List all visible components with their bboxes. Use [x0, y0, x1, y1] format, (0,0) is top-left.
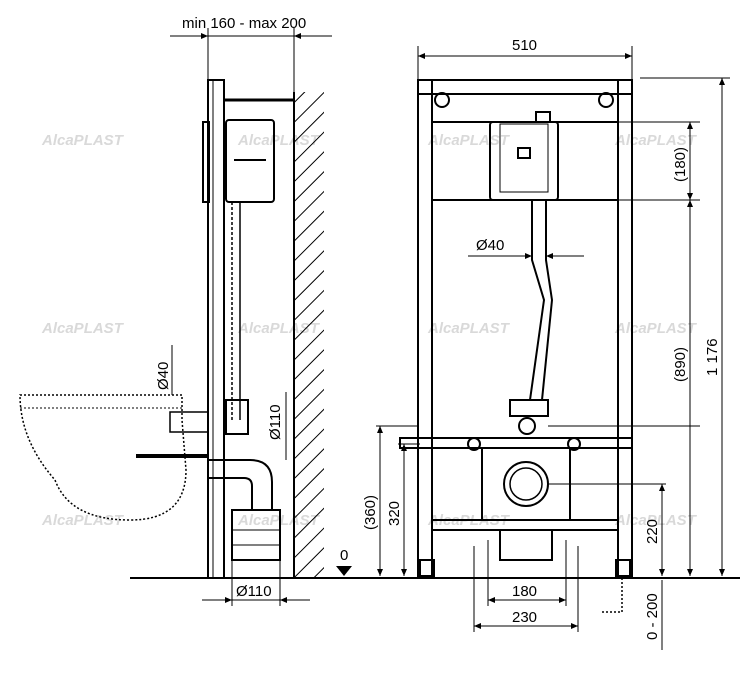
cistern-front — [489, 121, 559, 201]
watermarks: AlcaPLAST AlcaPLAST AlcaPLAST AlcaPLAST … — [41, 132, 698, 529]
cistern — [225, 119, 275, 203]
frame-upright — [207, 79, 225, 579]
cistern-button — [517, 147, 531, 159]
pipe-connector — [225, 399, 249, 435]
watermark: AlcaPLAST — [614, 320, 698, 337]
frame-left-leg — [417, 79, 433, 579]
side-view: min 160 - max 200 Ø40 Ø110 Ø110 0 — [19, 15, 352, 606]
wall-hatch — [294, 92, 324, 578]
dim-mount-height-paren: (360) — [362, 495, 379, 530]
drain-pipe-front — [499, 529, 553, 561]
watermark: AlcaPLAST — [41, 512, 125, 529]
watermark: AlcaPLAST — [614, 512, 698, 529]
dim-foot-spacing: 230 — [512, 609, 537, 626]
foot-left — [419, 559, 435, 577]
mount-bar — [399, 437, 633, 449]
bolt-hole — [567, 437, 581, 451]
zero-level-marker — [336, 566, 352, 576]
cistern-inner — [499, 123, 549, 193]
watermark: AlcaPLAST — [614, 132, 698, 149]
bracket-hole — [598, 92, 614, 108]
watermark: AlcaPLAST — [41, 320, 125, 337]
dim-drain-side: Ø110 — [267, 404, 284, 440]
dim-leg-adjust: 0 - 200 — [644, 593, 661, 640]
pipe-coupling — [509, 399, 549, 417]
pipe-joint — [518, 417, 536, 435]
dim-frame-width: 510 — [512, 37, 537, 54]
dim-side-pipe: Ø40 — [155, 362, 172, 390]
bolt-hole — [467, 437, 481, 451]
dim-total-height: 1 176 — [704, 338, 721, 376]
watermark: AlcaPLAST — [427, 132, 511, 149]
flush-pipe-front — [541, 200, 554, 401]
front-view: 510 (180) (890) 1 176 Ø40 (360) 320 220 — [362, 37, 730, 650]
bracket-hole — [434, 92, 450, 108]
drain-elbow — [208, 459, 273, 511]
dim-flush-box: (180) — [672, 147, 689, 182]
drain-outlet-inner — [509, 467, 543, 501]
frame-top-bar — [417, 79, 633, 95]
watermark: AlcaPLAST — [41, 132, 125, 149]
dim-mount-height: 320 — [386, 501, 403, 526]
inlet-pipe — [169, 411, 209, 433]
watermark: AlcaPLAST — [427, 320, 511, 337]
drain-pipe — [231, 509, 281, 561]
flush-pipe-front — [529, 200, 546, 401]
frame-right-leg — [617, 79, 633, 579]
dim-pipe-run: (890) — [672, 347, 689, 382]
dim-pipe-front: Ø40 — [476, 237, 504, 254]
dim-wall-gap: min 160 - max 200 — [182, 15, 306, 32]
cistern-cap — [535, 111, 551, 123]
dim-bolt-spacing: 180 — [512, 583, 537, 600]
dim-drain-bottom: Ø110 — [236, 583, 272, 600]
foot-right — [615, 559, 631, 577]
dim-zero-level: 0 — [340, 547, 348, 564]
flush-plate — [202, 121, 210, 203]
dim-drain-height: 220 — [644, 519, 661, 544]
